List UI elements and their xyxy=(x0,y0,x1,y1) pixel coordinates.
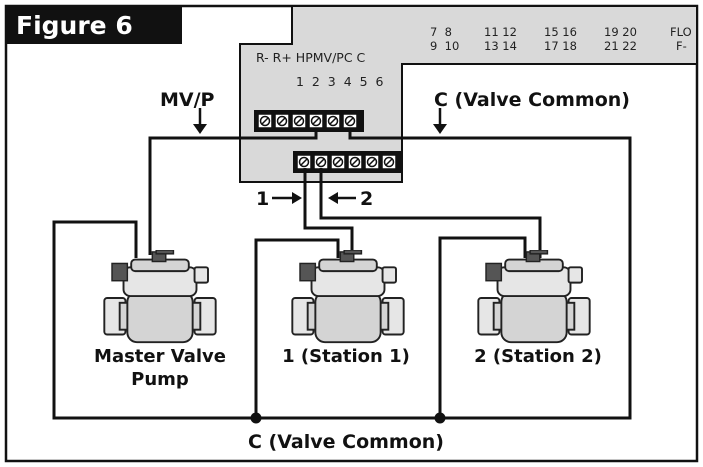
wires xyxy=(52,128,632,424)
valve-station-2-label: 2 (Station 2) xyxy=(474,346,602,367)
svg-text:FLO: FLO xyxy=(670,25,692,39)
lower-terminal-block xyxy=(293,151,403,173)
wire-mvp xyxy=(148,128,318,255)
label-valve-common-top: C (Valve Common) xyxy=(434,89,630,111)
wire-common-top xyxy=(256,128,632,420)
valve-master-label-line1: Master Valve xyxy=(94,346,226,367)
valve-station-2: 2 (Station 2) xyxy=(474,250,602,367)
label-mvp: MV/P xyxy=(160,89,215,111)
terminal-labels: R- R+ HPMV/PC C xyxy=(256,50,366,65)
arrow-wire-2 xyxy=(328,192,338,204)
svg-text:17 18: 17 18 xyxy=(544,39,577,53)
arrows xyxy=(193,108,447,204)
figure-title: Figure 6 xyxy=(16,11,133,40)
label-wire-2: 2 xyxy=(360,188,373,210)
svg-text:11 12: 11 12 xyxy=(484,25,517,39)
arrow-wire-1 xyxy=(292,192,302,204)
wire-station-1 xyxy=(303,168,354,258)
svg-text:21 22: 21 22 xyxy=(604,39,637,53)
valve-master-label-line2: Pump xyxy=(131,369,189,390)
arrow-mvp xyxy=(193,124,207,134)
wire-common-station2 xyxy=(438,236,527,418)
junction-dot-left xyxy=(250,412,262,424)
valve-master: Master Valve Pump xyxy=(94,250,226,390)
terminal-numbers: 1 2 3 4 5 6 xyxy=(296,74,383,89)
label-valve-common-bottom: C (Valve Common) xyxy=(248,431,444,453)
svg-text:13 14: 13 14 xyxy=(484,39,517,53)
wire-common-station1 xyxy=(254,238,340,418)
svg-text:15 16: 15 16 xyxy=(544,25,577,39)
svg-text:7 8: 7 8 xyxy=(430,25,452,39)
svg-text:F-: F- xyxy=(676,39,687,53)
panel-numbers: 7 8 9 10 11 12 13 14 15 16 17 18 19 20 2… xyxy=(430,25,692,53)
svg-text:19 20: 19 20 xyxy=(604,25,637,39)
valve-station-1: 1 (Station 1) xyxy=(282,250,410,367)
label-wire-1: 1 xyxy=(256,188,269,210)
figure-title-tab xyxy=(6,6,182,44)
wire-station-2 xyxy=(319,168,542,258)
arrow-common xyxy=(433,124,447,134)
junction-dot-right xyxy=(434,412,446,424)
upper-terminal-block xyxy=(254,110,364,132)
wire-common-master xyxy=(52,220,256,420)
valve-station-1-label: 1 (Station 1) xyxy=(282,346,410,367)
svg-text:9 10: 9 10 xyxy=(430,39,459,53)
